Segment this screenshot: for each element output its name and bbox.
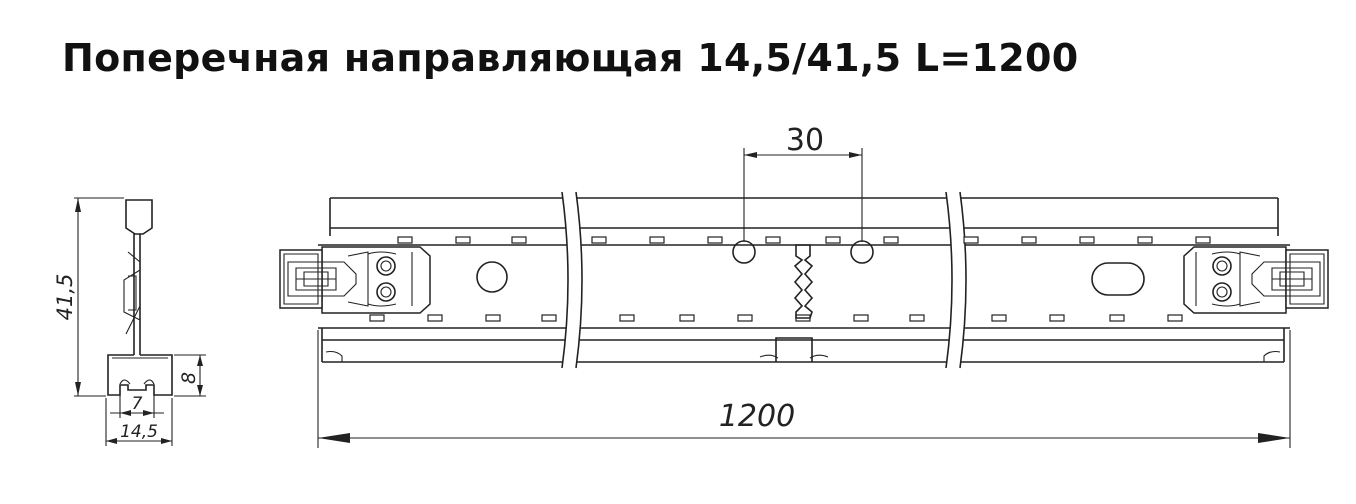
- section-dimensions: [74, 197, 206, 446]
- length-label: 1200: [719, 399, 795, 434]
- dimension-height-label: 41,5: [53, 274, 77, 321]
- hole-spacing-dimension: [743, 148, 863, 242]
- dimension-inner-width-label: 7: [132, 394, 143, 414]
- side-view: [279, 191, 1329, 369]
- length-dimension: [317, 330, 1291, 448]
- dimension-flange-label: 8: [178, 372, 200, 384]
- page-title: Поперечная направляющая 14,5/41,5 L=1200: [62, 36, 1079, 80]
- cross-section-view: [107, 199, 173, 396]
- left-end-clip: [279, 246, 431, 314]
- hole-spacing-label: 30: [786, 123, 824, 158]
- dimension-width-label: 14,5: [120, 422, 158, 442]
- right-end-clip: [1183, 246, 1329, 314]
